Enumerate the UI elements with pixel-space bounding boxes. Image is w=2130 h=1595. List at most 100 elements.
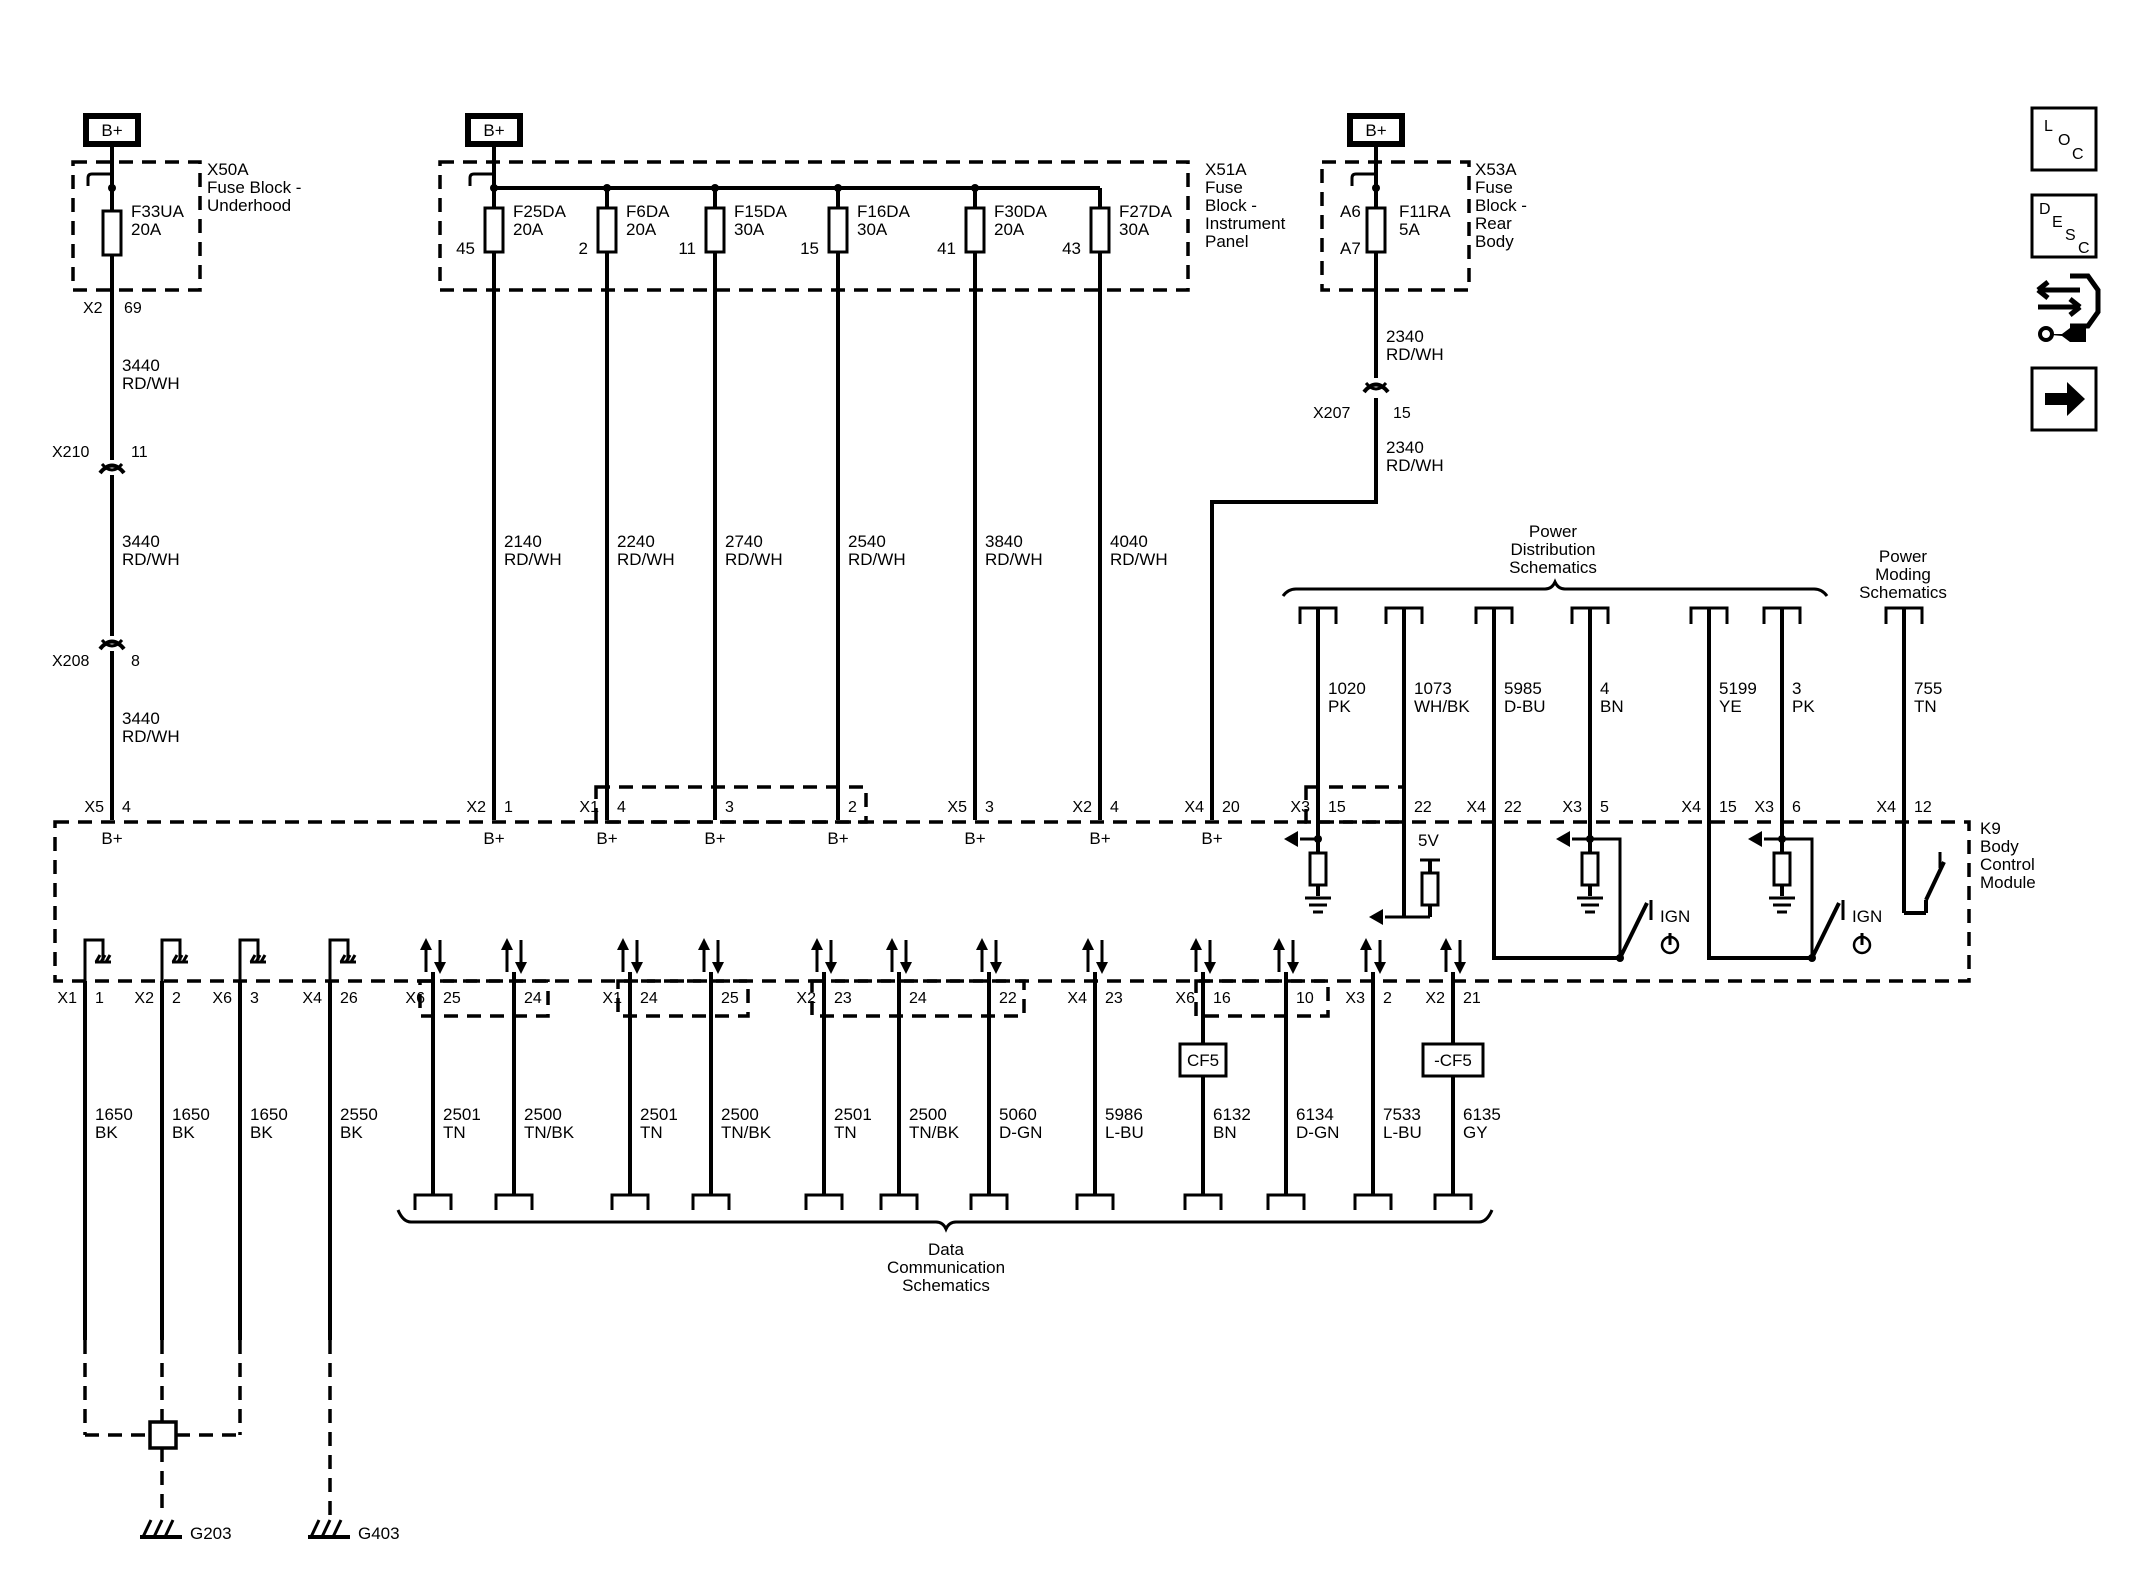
- circuit-number: 1650: [250, 1105, 288, 1124]
- connector-wrench-icon: [2036, 273, 2101, 342]
- loc-icon: L: [2044, 118, 2053, 135]
- fuse-rating: 20A: [131, 220, 162, 239]
- five-volt-label: 5V: [1418, 831, 1439, 850]
- bplus-input-label: B+: [704, 829, 725, 848]
- connector-group-x6-bottom: [418, 979, 550, 1018]
- connector-label: X2: [1072, 799, 1092, 816]
- circuit-number: 2340: [1386, 327, 1424, 346]
- loc-button[interactable]: L O C: [2030, 106, 2098, 172]
- bplus-label: B+: [101, 121, 122, 140]
- connector-group-x6b-bottom: [1194, 979, 1330, 1018]
- wire-color: TN: [443, 1123, 466, 1142]
- bplus-inputs: B+B+B+B+B+B+B+B+: [101, 829, 1222, 848]
- circuit-number: 5199: [1719, 679, 1757, 698]
- bplus-label: B+: [483, 121, 504, 140]
- circuit-number: 2500: [909, 1105, 947, 1124]
- circuit-number: 2500: [524, 1105, 562, 1124]
- fuse-pin-label: A7: [1340, 239, 1361, 258]
- circuit-number: 3440: [122, 709, 160, 728]
- pin-label: 23: [1105, 990, 1123, 1007]
- internal-circuit-x4-12: [1904, 852, 1946, 915]
- pin-label: 16: [1213, 990, 1231, 1007]
- connector-label: X1: [602, 990, 622, 1007]
- connector-label: X4: [1681, 799, 1701, 816]
- wire-color: L-BU: [1105, 1123, 1144, 1142]
- connector-view-button[interactable]: [2036, 273, 2101, 342]
- connector-label: X4: [1184, 799, 1204, 816]
- wire-color: BN: [1600, 697, 1624, 716]
- circuit-number: 3440: [122, 532, 160, 551]
- connector-label: X4: [302, 990, 322, 1007]
- internal-circuit-x3-5: IGN: [1492, 820, 1690, 962]
- pin-label: 15: [1393, 405, 1411, 422]
- fuse-rating: 30A: [1119, 220, 1150, 239]
- pin-label: 6: [1792, 799, 1801, 816]
- pin-label: 20: [1222, 799, 1240, 816]
- data-arrows-inside: [420, 938, 1466, 981]
- circuit-number: 2500: [721, 1105, 759, 1124]
- desc-button[interactable]: D E S C: [2030, 193, 2098, 259]
- pin-label: 2: [848, 799, 857, 816]
- bplus-input-label: B+: [1089, 829, 1110, 848]
- loc-icon: O: [2058, 132, 2070, 149]
- wire-color: WH/BK: [1414, 697, 1470, 716]
- bplus-input-label: B+: [964, 829, 985, 848]
- wire-color: D-GN: [1296, 1123, 1339, 1142]
- circuit-number: 4040: [1110, 532, 1148, 551]
- pin-label: 3: [250, 990, 259, 1007]
- pin-label: 22: [999, 990, 1017, 1007]
- circuit-number: 1073: [1414, 679, 1452, 698]
- fuse: [483, 206, 505, 254]
- fuse-block-name: Fuse Block -Underhood: [207, 178, 301, 215]
- bplus-source-underhood: B+: [83, 113, 141, 147]
- pin-label: 21: [1463, 990, 1481, 1007]
- circuit-number: 2550: [340, 1105, 378, 1124]
- circuit-number: 6135: [1463, 1105, 1501, 1124]
- pin-label: 24: [524, 990, 542, 1007]
- wire-color: TN/BK: [909, 1123, 960, 1142]
- arrow-right-icon: [2045, 382, 2085, 416]
- cf5-label: -CF5: [1434, 1051, 1472, 1070]
- wire-color: RD/WH: [122, 727, 180, 746]
- circuit-number: 7533: [1383, 1105, 1421, 1124]
- wire-color: RD/WH: [725, 550, 783, 569]
- connector-label: X6: [405, 990, 425, 1007]
- next-button[interactable]: [2030, 366, 2098, 432]
- wire-color: RD/WH: [504, 550, 562, 569]
- ground-g203: G203: [140, 1519, 232, 1543]
- connector-label: X210: [52, 444, 89, 461]
- fuse-rating: 30A: [857, 220, 888, 239]
- circuit-number: 5985: [1504, 679, 1542, 698]
- fuse-name: F15DA: [734, 202, 788, 221]
- fuse-f11ra: [1365, 206, 1387, 254]
- pin-label: 2: [1383, 990, 1392, 1007]
- loc-icon: C: [2072, 146, 2084, 163]
- wire-color: RD/WH: [1386, 456, 1444, 475]
- fuse-block-id: X53A: [1475, 160, 1517, 179]
- pin-label: 22: [1504, 799, 1522, 816]
- wire-color: BK: [95, 1123, 118, 1142]
- circuit-number: 5060: [999, 1105, 1037, 1124]
- pin-label: 2: [172, 990, 181, 1007]
- cf5-box: CF5: [1178, 1042, 1228, 1078]
- circuit-number: 2501: [640, 1105, 678, 1124]
- pin-label: 23: [834, 990, 852, 1007]
- circuit-number: 2340: [1386, 438, 1424, 457]
- circuit-number: 2140: [504, 532, 542, 551]
- connector-group-x2-bottom: [810, 979, 1026, 1018]
- wire-color: RD/WH: [617, 550, 675, 569]
- wire-color: D-GN: [999, 1123, 1042, 1142]
- wire-color: PK: [1792, 697, 1815, 716]
- bplus-label: B+: [1365, 121, 1386, 140]
- wire-color: RD/WH: [122, 550, 180, 569]
- pin-label: 4: [122, 799, 131, 816]
- pin-label: 1: [504, 799, 513, 816]
